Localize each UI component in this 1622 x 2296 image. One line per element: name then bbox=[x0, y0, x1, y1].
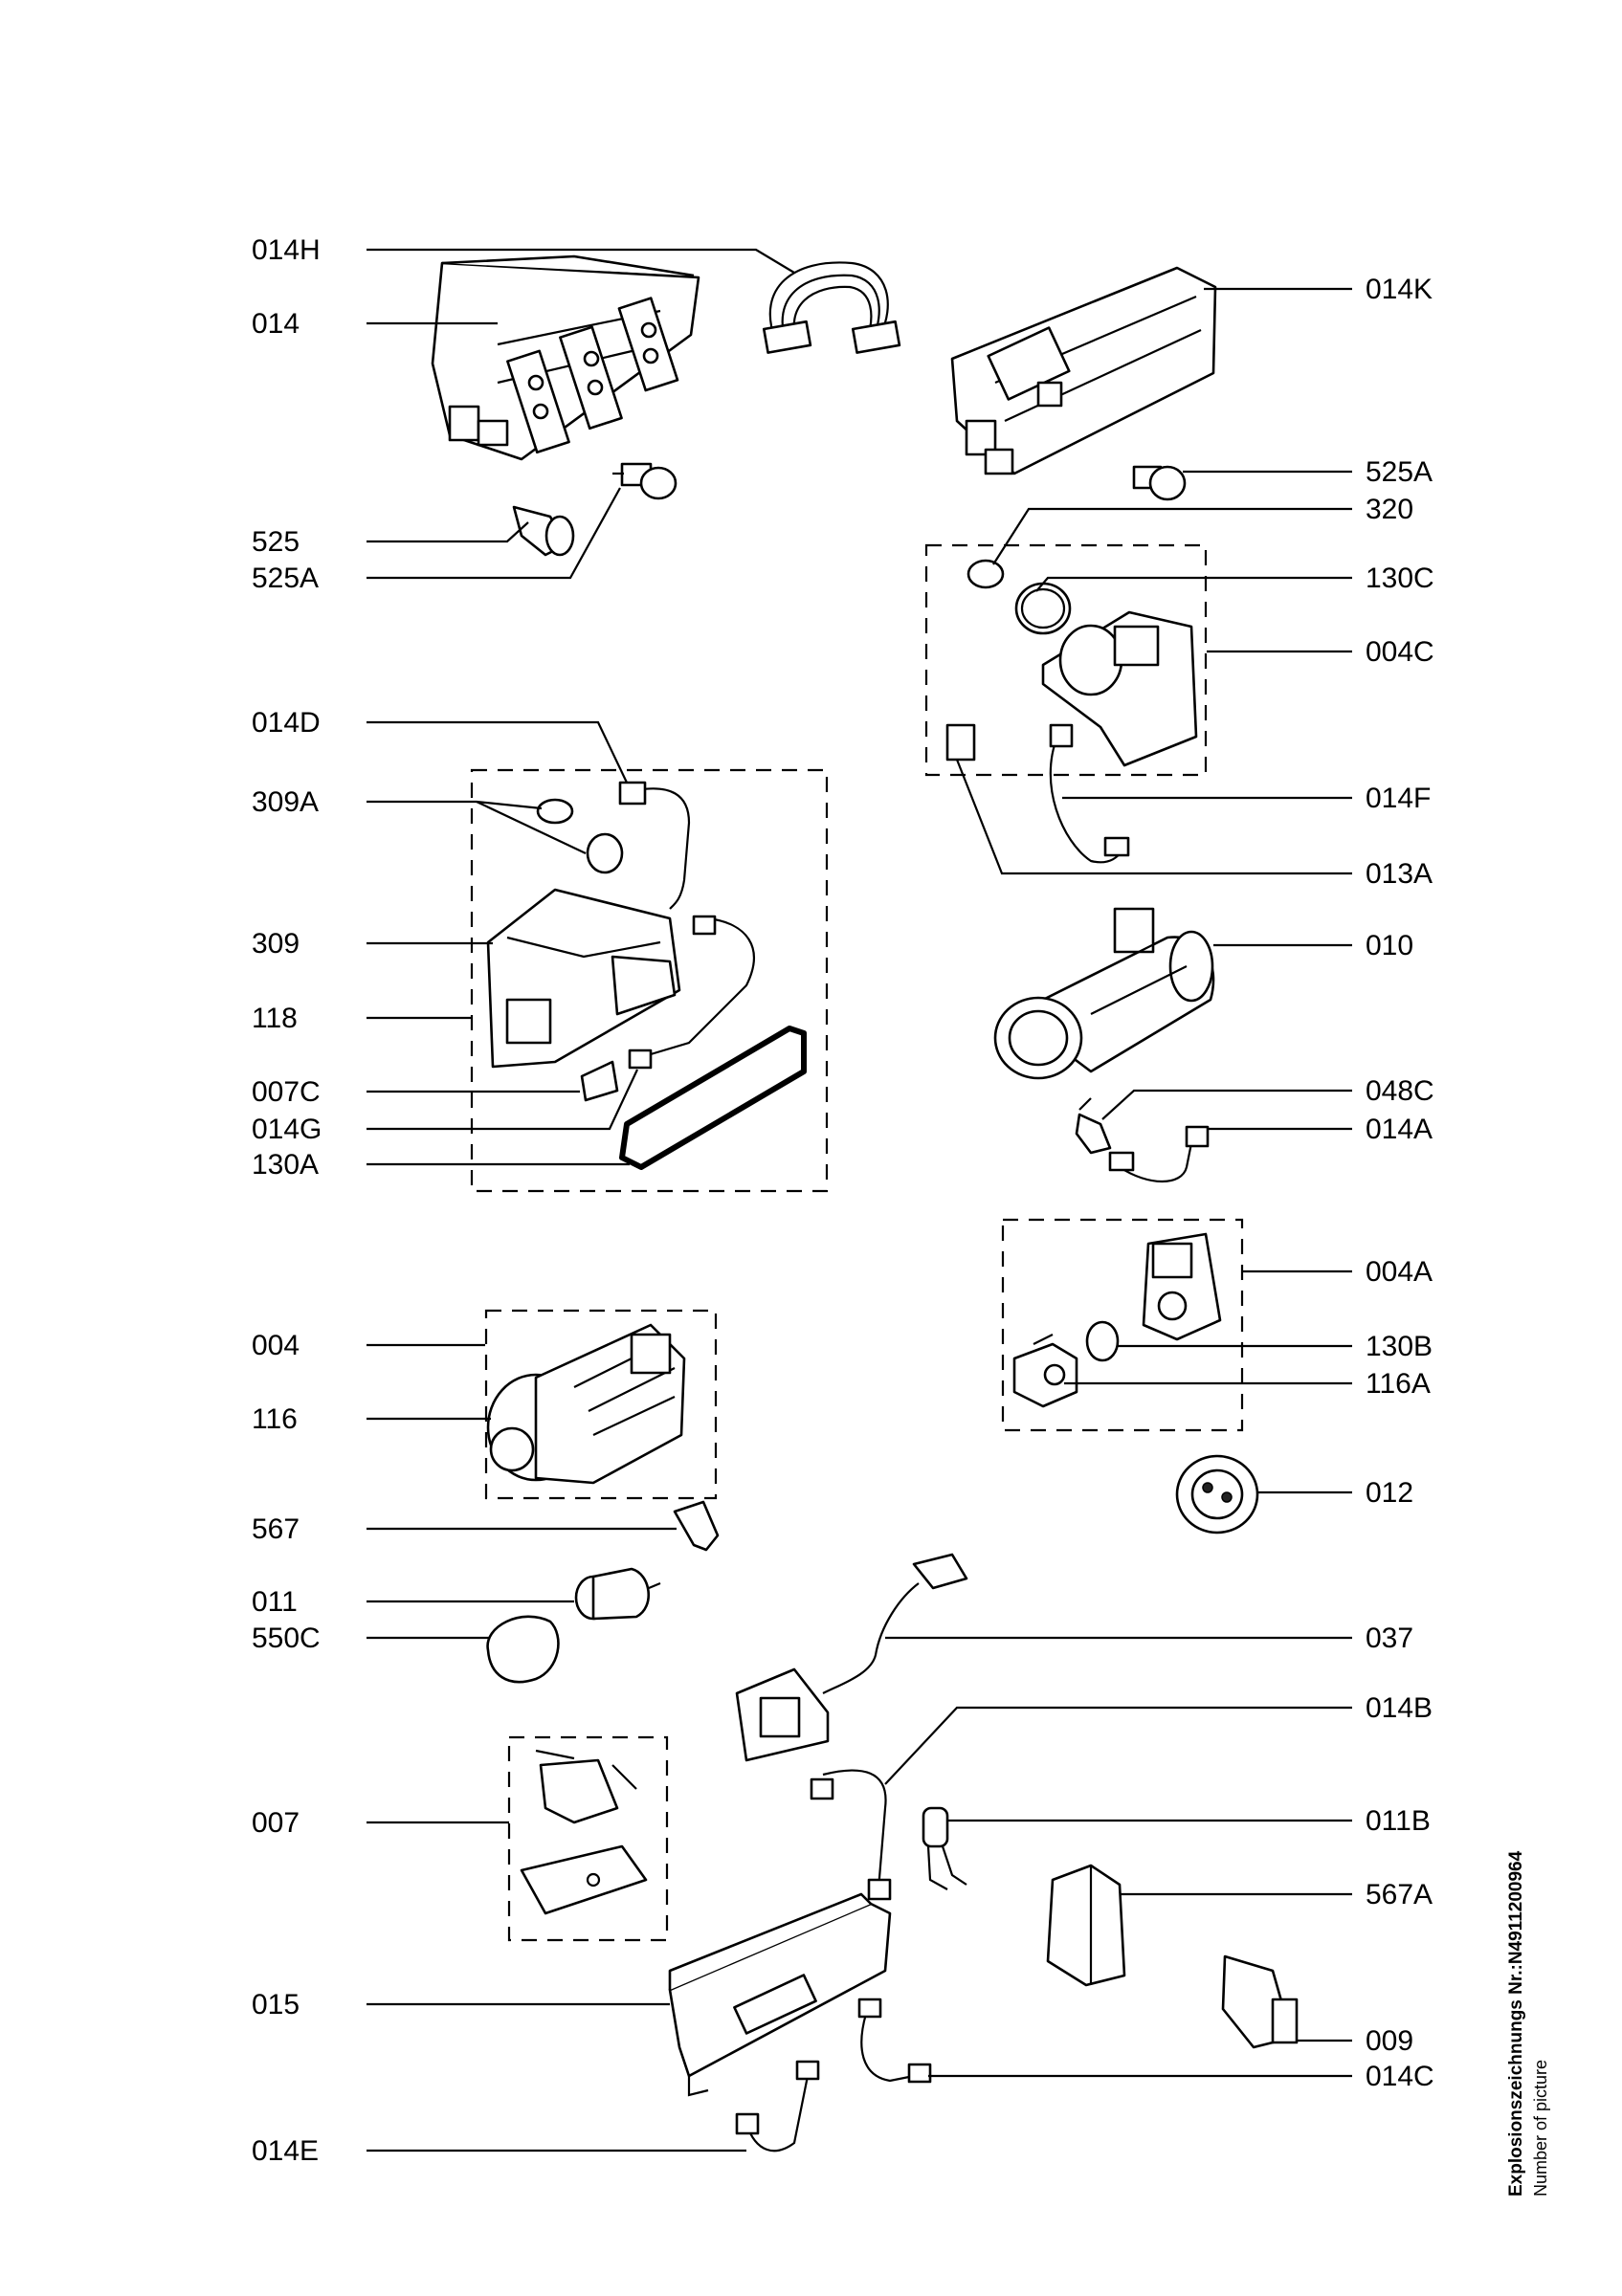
part-label-525: 525 bbox=[252, 526, 300, 558]
door-lock-007-part bbox=[520, 1749, 648, 1915]
ribbon-cable-part bbox=[762, 261, 901, 354]
part-label-015: 015 bbox=[252, 1989, 300, 2020]
part-label-014A: 014A bbox=[1366, 1114, 1433, 1145]
part-label-014F: 014F bbox=[1366, 783, 1432, 814]
part-label-320: 320 bbox=[1366, 494, 1414, 525]
part-label-007: 007 bbox=[252, 1807, 300, 1839]
part-label-014: 014 bbox=[252, 308, 300, 340]
part-label-116A: 116A bbox=[1366, 1368, 1431, 1400]
group-box-pressure-switch bbox=[1001, 1218, 1244, 1432]
heater-element-part bbox=[993, 907, 1215, 1080]
part-label-130C: 130C bbox=[1366, 563, 1434, 594]
leader-014D bbox=[367, 720, 628, 784]
leader-013A bbox=[955, 759, 1352, 875]
cable-014e-part bbox=[735, 2060, 820, 2152]
part-label-014K: 014K bbox=[1366, 274, 1433, 305]
leader-525A-left bbox=[367, 487, 621, 580]
drawing-number-label: Explosionszeichnungs Nr.:N4911200964 bbox=[1506, 1850, 1526, 2197]
group-box-heater-housing bbox=[924, 543, 1208, 777]
leader-130C bbox=[1035, 576, 1352, 592]
part-label-011B: 011B bbox=[1366, 1805, 1431, 1837]
electronic-module-part bbox=[431, 254, 700, 461]
control-panel-015-part bbox=[668, 1892, 892, 2097]
part-label-012: 012 bbox=[1366, 1477, 1414, 1509]
clip-007c-part bbox=[580, 1060, 619, 1102]
part-label-525A: 525A bbox=[252, 563, 320, 594]
part-label-118: 118 bbox=[252, 1003, 298, 1034]
leader-309A-b bbox=[476, 801, 587, 854]
water-inlet-assembly bbox=[486, 781, 755, 1069]
part-label-130B: 130B bbox=[1366, 1331, 1433, 1362]
part-label-011: 011 bbox=[252, 1586, 298, 1618]
seal-130b-part bbox=[1085, 1320, 1120, 1362]
pressure-switch-004a-part bbox=[1142, 1232, 1222, 1341]
leader-014G bbox=[367, 1069, 638, 1131]
push-button-part bbox=[612, 462, 678, 500]
leader-320 bbox=[992, 507, 1352, 565]
leader-014B bbox=[884, 1706, 1352, 1785]
cable-014g-part bbox=[628, 1049, 653, 1070]
thermostat-048c-part bbox=[1075, 1097, 1112, 1155]
part-label-014E: 014E bbox=[252, 2135, 320, 2167]
part-label-007C: 007C bbox=[252, 1076, 321, 1108]
part-label-014H: 014H bbox=[252, 234, 321, 266]
part-label-309A: 309A bbox=[252, 786, 320, 818]
bracket-567a-part bbox=[1046, 1864, 1126, 1987]
disc-012-part bbox=[1175, 1454, 1259, 1534]
part-label-009: 009 bbox=[1366, 2025, 1414, 2057]
part-label-014B: 014B bbox=[1366, 1692, 1433, 1724]
part-label-037: 037 bbox=[1366, 1623, 1414, 1654]
part-label-130A: 130A bbox=[252, 1149, 320, 1181]
part-label-116: 116 bbox=[252, 1403, 298, 1435]
circulation-pump-004-part bbox=[486, 1323, 686, 1485]
part-label-309: 309 bbox=[252, 928, 300, 960]
group-box-circulation-pump bbox=[484, 1309, 718, 1500]
power-cord-037-part bbox=[735, 1553, 968, 1762]
part-label-550C: 550C bbox=[252, 1623, 321, 1654]
heater-housing-parts bbox=[945, 559, 1198, 767]
knob-cone-part bbox=[512, 505, 575, 557]
leader-048C bbox=[1101, 1089, 1352, 1120]
part-label-010: 010 bbox=[1366, 930, 1414, 961]
leader-014H bbox=[367, 248, 795, 274]
part-label-014D: 014D bbox=[252, 707, 321, 739]
electronic-module-right-part bbox=[950, 266, 1217, 475]
leader-525 bbox=[367, 521, 529, 543]
push-button-right-part bbox=[1132, 465, 1187, 501]
cable-014f-part bbox=[1049, 723, 1130, 864]
group-box-door-lock bbox=[507, 1735, 669, 1942]
component-011-part bbox=[574, 1567, 661, 1621]
gasket-130a-part bbox=[619, 1026, 807, 1170]
drawing-number-caption: Number of picture bbox=[1531, 2059, 1550, 2197]
part-label-525A-right: 525A bbox=[1366, 456, 1433, 488]
cable-014b-part bbox=[810, 1769, 892, 1901]
pump-part-116a-part bbox=[1012, 1334, 1078, 1408]
component-009-part bbox=[1221, 1954, 1299, 2049]
part-label-014G: 014G bbox=[252, 1114, 322, 1145]
cable-014a-part bbox=[1108, 1125, 1210, 1183]
part-label-567: 567 bbox=[252, 1513, 300, 1545]
leader-lines bbox=[367, 248, 1352, 2152]
part-label-048C: 048C bbox=[1366, 1075, 1434, 1107]
cable-014c-part bbox=[857, 1998, 932, 2084]
part-label-014C: 014C bbox=[1366, 2061, 1434, 2092]
part-label-004C: 004C bbox=[1366, 636, 1434, 668]
part-label-013A: 013A bbox=[1366, 858, 1433, 890]
cap-550c-part bbox=[486, 1615, 560, 1684]
part-label-004: 004 bbox=[252, 1330, 300, 1361]
bracket-567-part bbox=[673, 1500, 720, 1552]
capacitor-011b-part bbox=[922, 1806, 967, 1890]
part-label-004A: 004A bbox=[1366, 1256, 1433, 1288]
part-label-567A: 567A bbox=[1366, 1879, 1433, 1910]
leader-309A bbox=[367, 800, 543, 810]
